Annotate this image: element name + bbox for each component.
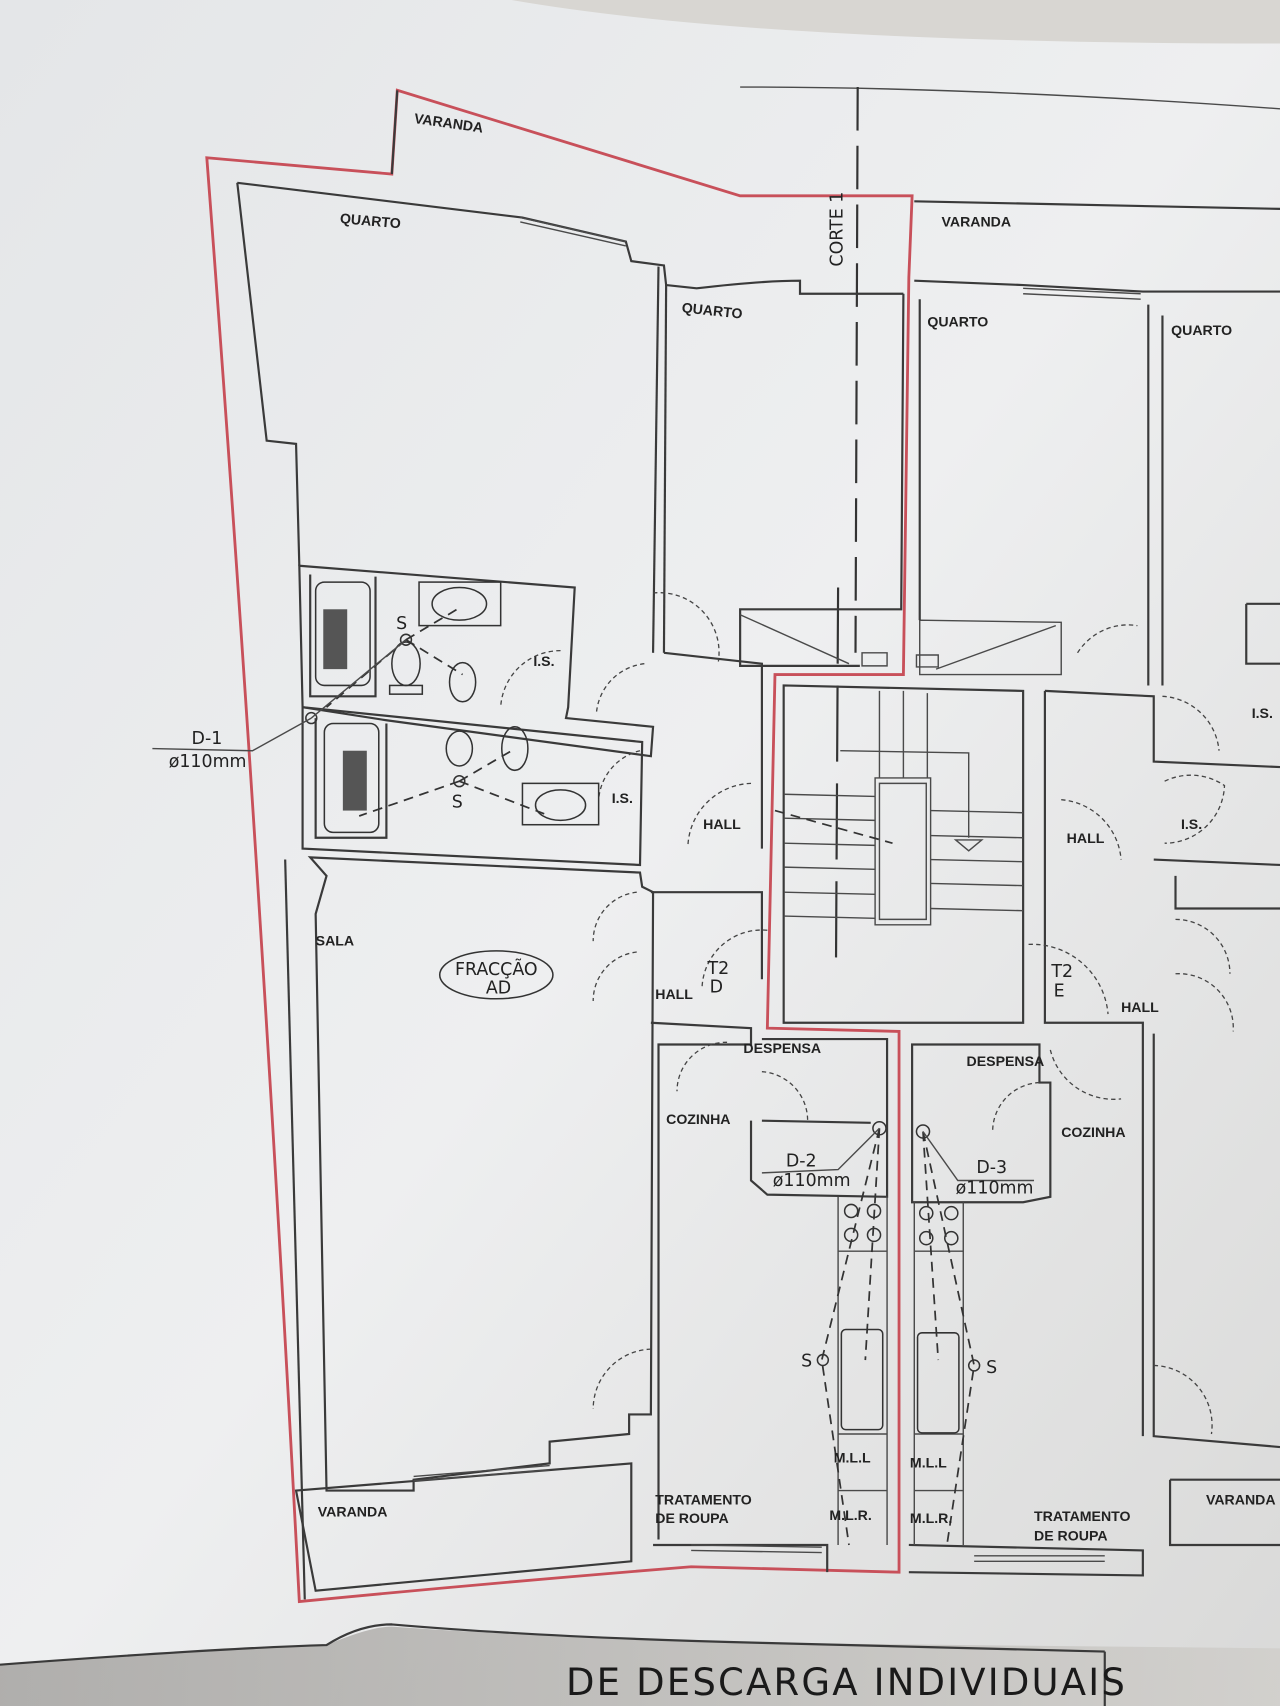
room-label: COZINHA <box>666 1111 730 1127</box>
door-swings <box>500 592 1234 1435</box>
bidet-icon <box>448 661 477 703</box>
appliance-label: M.L.R. <box>910 1510 952 1526</box>
unit-boundary <box>205 88 914 1604</box>
room-label: DE ROUPA <box>655 1510 729 1526</box>
siphon-label: S <box>986 1358 997 1378</box>
room-label: QUARTO <box>339 210 401 231</box>
room-label: VARANDA <box>941 213 1011 229</box>
room-label: DESPENSA <box>743 1040 821 1056</box>
room-label: HALL <box>1067 830 1105 846</box>
drain-diameter: ø110mm <box>773 1171 851 1191</box>
room-label: I.S. <box>612 790 633 806</box>
room-label: DESPENSA <box>967 1053 1045 1069</box>
section-line <box>854 87 859 653</box>
room-label: COZINHA <box>1061 1124 1125 1140</box>
room-label: QUARTO <box>927 313 988 329</box>
appliance-label: M.L.L <box>910 1455 947 1471</box>
unit-tag: T2 <box>1050 962 1073 982</box>
sink-icon <box>840 1328 884 1431</box>
unit-ellipse <box>438 950 554 1000</box>
unit-tag: D <box>710 977 723 997</box>
room-label: DE ROUPA <box>1034 1528 1108 1544</box>
room-label: I.S. <box>533 653 554 669</box>
bidet-icon <box>501 726 529 772</box>
unit-tag: E <box>1054 982 1065 1002</box>
washbasin-icon <box>418 581 502 627</box>
bathtub-icon <box>323 722 380 834</box>
room-label: HALL <box>655 986 693 1002</box>
lower-sheet-edge <box>0 1623 1105 1666</box>
sink-icon <box>916 1332 960 1434</box>
room-label: HALL <box>703 816 741 832</box>
room-label: TRATAMENTO <box>1034 1508 1131 1524</box>
bottom-title: DE DESCARGA INDIVIDUAIS <box>566 1661 1127 1704</box>
room-label: HALL <box>1121 999 1159 1015</box>
room-label: I.S. <box>1252 705 1273 721</box>
bathtub-icon <box>314 581 371 687</box>
appliance-label: M.L.R. <box>829 1507 871 1523</box>
unit-tag: T2 <box>706 959 729 979</box>
unit-label: FRACÇÃO <box>455 958 538 980</box>
lower-sheet <box>0 1626 1280 1706</box>
drain-id: D-3 <box>976 1158 1007 1178</box>
room-label: TRATAMENTO <box>655 1492 752 1508</box>
room-label: SALA <box>316 932 354 948</box>
unit-label-sub: AD <box>486 978 511 998</box>
room-label: QUARTO <box>1171 322 1232 338</box>
room-label: I.S. <box>1181 816 1202 832</box>
toilet-icon <box>445 730 474 767</box>
sanitary-fixtures <box>152 581 1035 1546</box>
room-label: QUARTO <box>681 299 743 321</box>
bath-mat-icon <box>323 609 348 670</box>
drain-labels: D-1 ø110mm D-2 ø110mm D-3 ø110mm S S S S <box>169 614 1034 1378</box>
siphon-label: S <box>452 792 463 812</box>
siphon-label: S <box>396 614 407 634</box>
drain-id: D-1 <box>192 729 223 749</box>
room-label: VARANDA <box>318 1504 388 1520</box>
siphon-label: S <box>801 1352 812 1372</box>
walls <box>236 90 1280 1600</box>
drain-diameter: ø110mm <box>169 752 247 772</box>
washbasin-icon <box>521 782 600 826</box>
drain-diameter: ø110mm <box>956 1179 1034 1199</box>
appliance-label: M.L.L <box>834 1449 871 1465</box>
drain-id: D-2 <box>786 1151 817 1171</box>
section-marker: CORTE 1 <box>827 192 847 267</box>
room-label: VARANDA <box>1206 1492 1276 1508</box>
